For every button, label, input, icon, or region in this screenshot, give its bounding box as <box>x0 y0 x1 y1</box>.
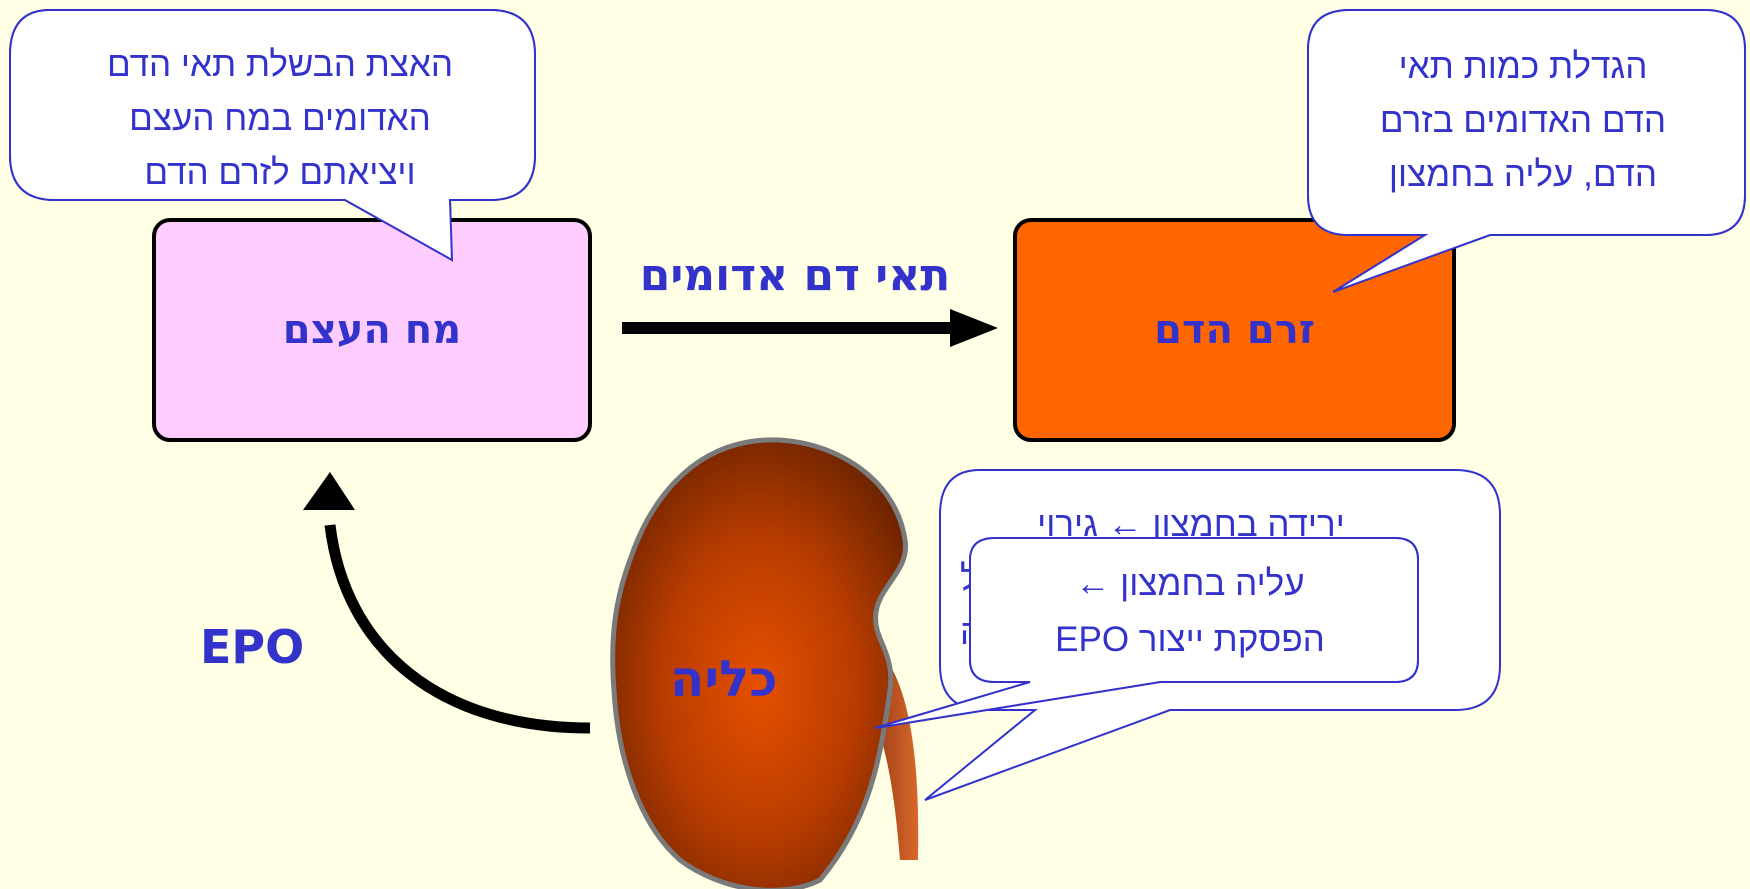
bone-marrow-label: מח העצם <box>283 307 461 353</box>
callout-top-left: האצת הבשלת תאי הדם האדומים במח העצם ויצי… <box>20 38 540 200</box>
callout-line: הדם, עליה בחמצון <box>1318 148 1728 202</box>
blood-stream-label: זרם הדם <box>1154 307 1315 353</box>
callout-line: עליה בחמצון ← <box>972 556 1408 612</box>
callout-line: הגדלת כמות תאי <box>1318 40 1728 94</box>
callout-top-right: הגדלת כמות תאי הדם האדומים בזרם הדם, עלי… <box>1318 40 1728 202</box>
callout-bottom-front: עליה בחמצון ← הפסקת ייצור EPO <box>972 556 1408 668</box>
callout-line: ויציאתם לזרם הדם <box>20 146 540 200</box>
callout-line: הדם האדומים בזרם <box>1318 94 1728 148</box>
callout-line: הפסקת ייצור EPO <box>972 612 1408 668</box>
rbc-flow-arrow <box>622 309 998 347</box>
callout-line: האדומים במח העצם <box>20 92 540 146</box>
kidney-label: כליה <box>670 650 778 708</box>
bone-marrow-box: מח העצם <box>152 218 592 442</box>
epo-arrow <box>303 472 590 728</box>
callout-line: האצת הבשלת תאי הדם <box>20 38 540 92</box>
blood-stream-box: זרם הדם <box>1013 218 1456 442</box>
epo-label: EPO <box>200 620 304 674</box>
callout-line: ירידה בחמצון ← גירוי <box>948 498 1434 552</box>
red-blood-cells-label: תאי דם אדומים <box>600 250 990 301</box>
